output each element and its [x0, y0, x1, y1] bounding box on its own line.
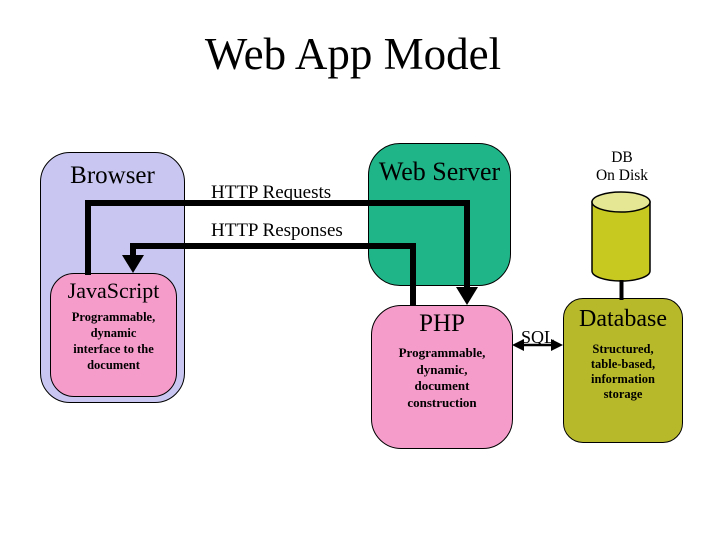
database-body-line: table-based,: [590, 357, 656, 371]
node-php: PHP Programmable, dynamic, document cons…: [371, 305, 513, 449]
db-cylinder-icon: [591, 191, 651, 300]
node-web-server: Web Server: [368, 143, 511, 286]
sql-label: SQL: [521, 327, 556, 347]
php-body-line: document: [414, 378, 470, 393]
database-body-line: Structured,: [592, 342, 654, 356]
http-requests-label: HTTP Requests: [211, 182, 332, 203]
node-php-description: Programmable, dynamic, document construc…: [372, 345, 512, 411]
node-database: Database Structured, table-based, inform…: [563, 298, 683, 443]
node-javascript: JavaScript Programmable, dynamic interfa…: [50, 273, 177, 397]
node-browser-label: Browser: [70, 162, 155, 189]
javascript-body-line: interface to the: [73, 342, 154, 356]
node-database-description: Structured, table-based, information sto…: [564, 342, 682, 402]
db-on-disk-line: DB: [611, 149, 633, 166]
page-title: Web App Model: [204, 29, 502, 79]
node-web-server-label: Web Server: [378, 157, 501, 186]
php-body-line: construction: [407, 394, 477, 410]
database-body-line: storage: [603, 387, 643, 401]
http-responses-label: HTTP Responses: [211, 220, 343, 241]
javascript-body-line: dynamic: [90, 326, 137, 340]
javascript-body-line: document: [87, 358, 140, 372]
node-javascript-description: Programmable, dynamic interface to the d…: [51, 309, 176, 373]
db-on-disk-line: On Disk: [595, 166, 649, 184]
php-body-line: Programmable,: [398, 345, 486, 360]
node-php-label: PHP: [419, 310, 465, 337]
db-on-disk-label: DB On Disk: [570, 149, 674, 184]
node-javascript-label: JavaScript: [67, 278, 160, 303]
javascript-body-line: Programmable,: [71, 310, 156, 324]
database-body-line: information: [591, 372, 655, 386]
node-database-label: Database: [579, 306, 667, 332]
php-body-line: dynamic,: [416, 361, 468, 377]
